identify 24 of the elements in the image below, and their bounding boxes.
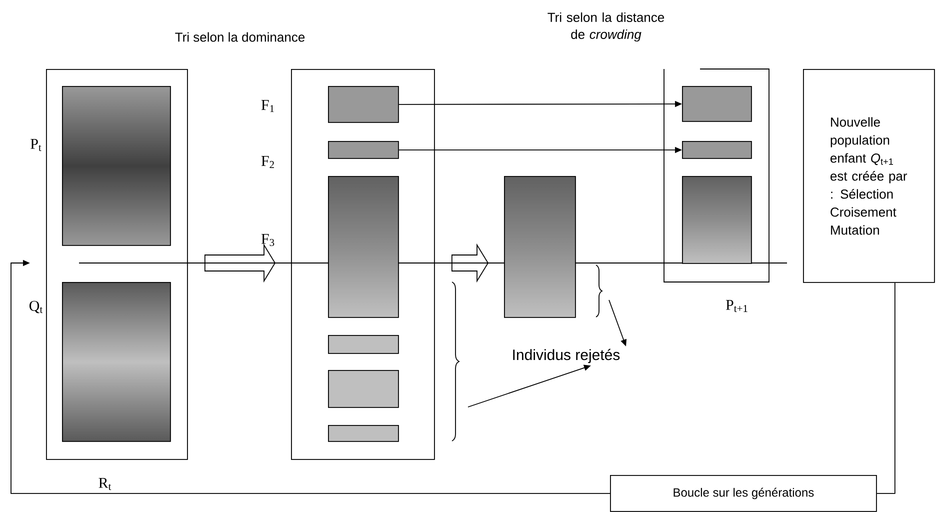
node-label: F$_{3}$	[261, 234, 274, 246]
node-label: Q$_{t}$	[30, 300, 43, 314]
node-label: F$_{2}$	[261, 156, 274, 168]
block-arrow	[451, 243, 489, 283]
node-label: F$_{1}$	[261, 100, 274, 112]
subgroup-bar	[328, 425, 399, 442]
subgroup-bar	[504, 176, 576, 318]
node-label: P$_{t+1}$	[726, 300, 748, 312]
loop-box: Boucle sur les générations	[610, 475, 877, 512]
annotation-text: Individus rejetés	[513, 348, 620, 364]
subgroup-bar	[682, 141, 752, 159]
node-label: R$_{t}$	[98, 478, 112, 490]
heading: Tri selon la distance de crowding	[548, 12, 664, 42]
subgroup-bar	[328, 370, 399, 408]
connector-line	[876, 282, 896, 494]
heading: Tri selon la dominance	[175, 32, 305, 42]
block-arrow	[204, 243, 276, 283]
subgroup-bar	[328, 335, 399, 354]
population-box	[291, 69, 435, 460]
node-label: P$_{t}$	[30, 138, 42, 152]
subgroup-bar	[682, 86, 752, 122]
subgroup-bar	[682, 176, 752, 264]
loop-arrow	[10, 260, 610, 494]
note-box: Nouvelle population enfant Q$_{t+1}$ est créée par : Sélection Croisement Mutation	[803, 69, 935, 283]
